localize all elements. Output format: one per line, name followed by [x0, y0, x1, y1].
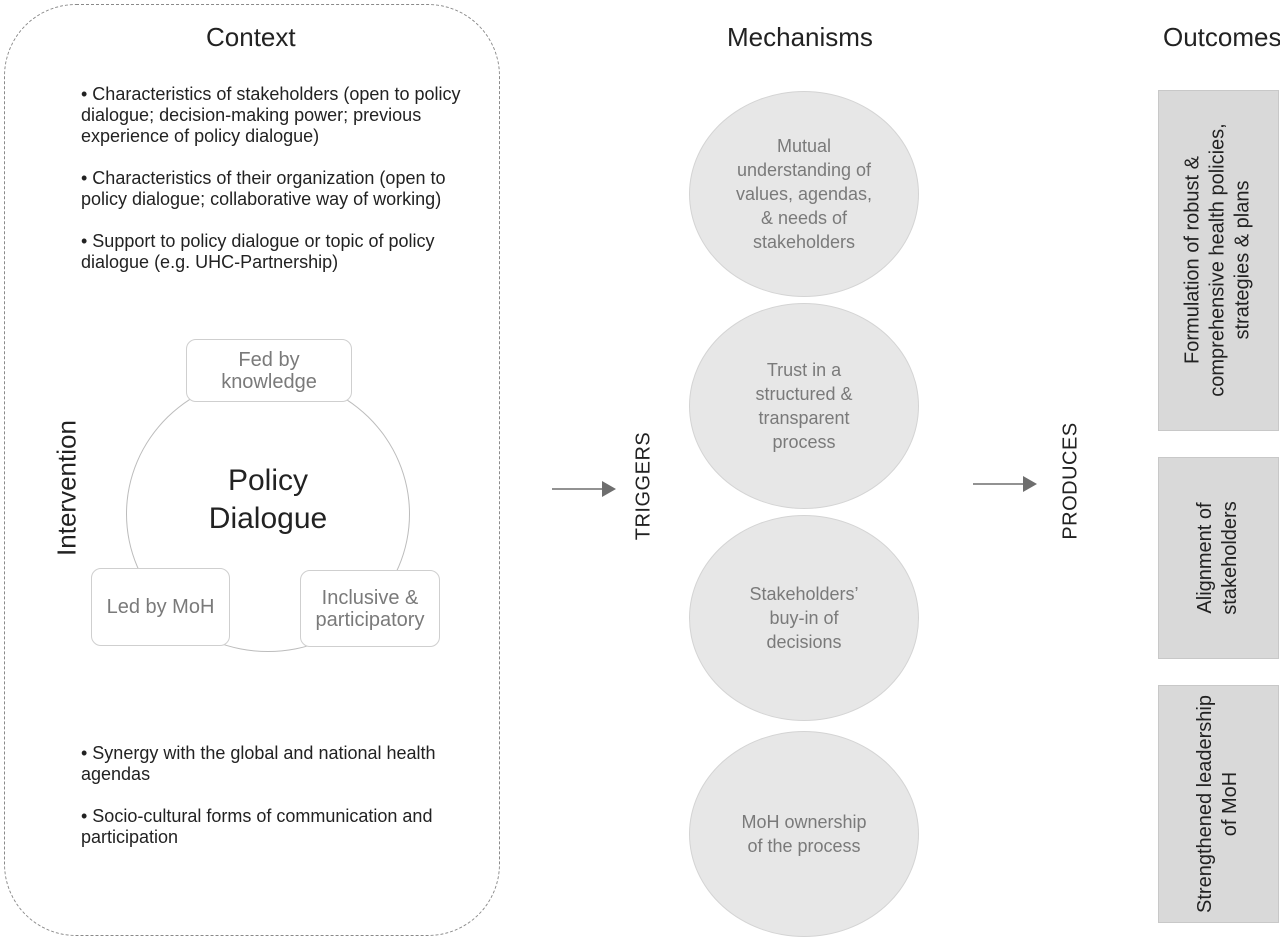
feature-led-by-moh-label: Led by MoH — [106, 596, 215, 618]
feature-fed-by-knowledge: Fed by knowledge — [186, 339, 352, 402]
context-bullet-organization: • Characteristics of their organization … — [81, 168, 446, 209]
mechanism-moh-ownership: MoH ownership of the process — [689, 731, 919, 937]
context-panel — [4, 4, 500, 936]
intervention-label: Intervention — [51, 420, 82, 556]
outcome-formulation-text: Formulation of robust & comprehensive he… — [1181, 123, 1254, 397]
outcome-box-alignment — [1158, 457, 1279, 659]
feature-inclusive-participatory: Inclusive & participatory — [300, 570, 440, 647]
feature-fed-by-knowledge-label: Fed by knowledge — [221, 348, 317, 393]
context-bullet-synergy: • Synergy with the global and national h… — [81, 743, 436, 784]
mechanism-mutual-understanding: Mutual understanding of values, agendas,… — [689, 91, 919, 297]
mechanism-mutual-understanding-text: Mutual understanding of values, agendas,… — [735, 136, 873, 252]
outcome-box-leadership — [1158, 685, 1279, 923]
outcome-leadership-text: Strengthened leadership of MoH — [1194, 695, 1241, 913]
feature-led-by-moh: Led by MoH — [91, 568, 230, 646]
mechanism-trust: Trust in a structured & transparent proc… — [689, 303, 919, 509]
mechanisms-heading: Mechanisms — [727, 22, 873, 52]
context-heading: Context — [206, 22, 296, 52]
produces-label: PRODUCES — [1059, 422, 1082, 540]
feature-inclusive-participatory-label: Inclusive & participatory — [315, 586, 425, 631]
context-bullet-stakeholders: • Characteristics of stakeholders (open … — [81, 84, 461, 146]
outcome-box-formulation — [1158, 90, 1279, 431]
outcomes-heading: Outcomes — [1163, 22, 1280, 52]
produces-arrow — [973, 476, 1037, 492]
context-bullet-socio-cultural: • Socio-cultural forms of communication … — [81, 806, 433, 847]
policy-dialogue-label: Policy Dialogue — [208, 464, 328, 535]
context-bullet-support: • Support to policy dialogue or topic of… — [81, 231, 435, 272]
triggers-label: TRIGGERS — [632, 431, 655, 541]
mechanism-trust-text: Trust in a structured & transparent proc… — [755, 360, 853, 452]
mechanism-buy-in-text: Stakeholders’ buy-in of decisions — [749, 584, 859, 652]
mechanism-moh-ownership-text: MoH ownership of the process — [741, 812, 867, 856]
mechanism-buy-in: Stakeholders’ buy-in of decisions — [689, 515, 919, 721]
triggers-arrow — [552, 481, 616, 497]
outcome-alignment-text: Alignment of stakeholders — [1194, 501, 1241, 615]
